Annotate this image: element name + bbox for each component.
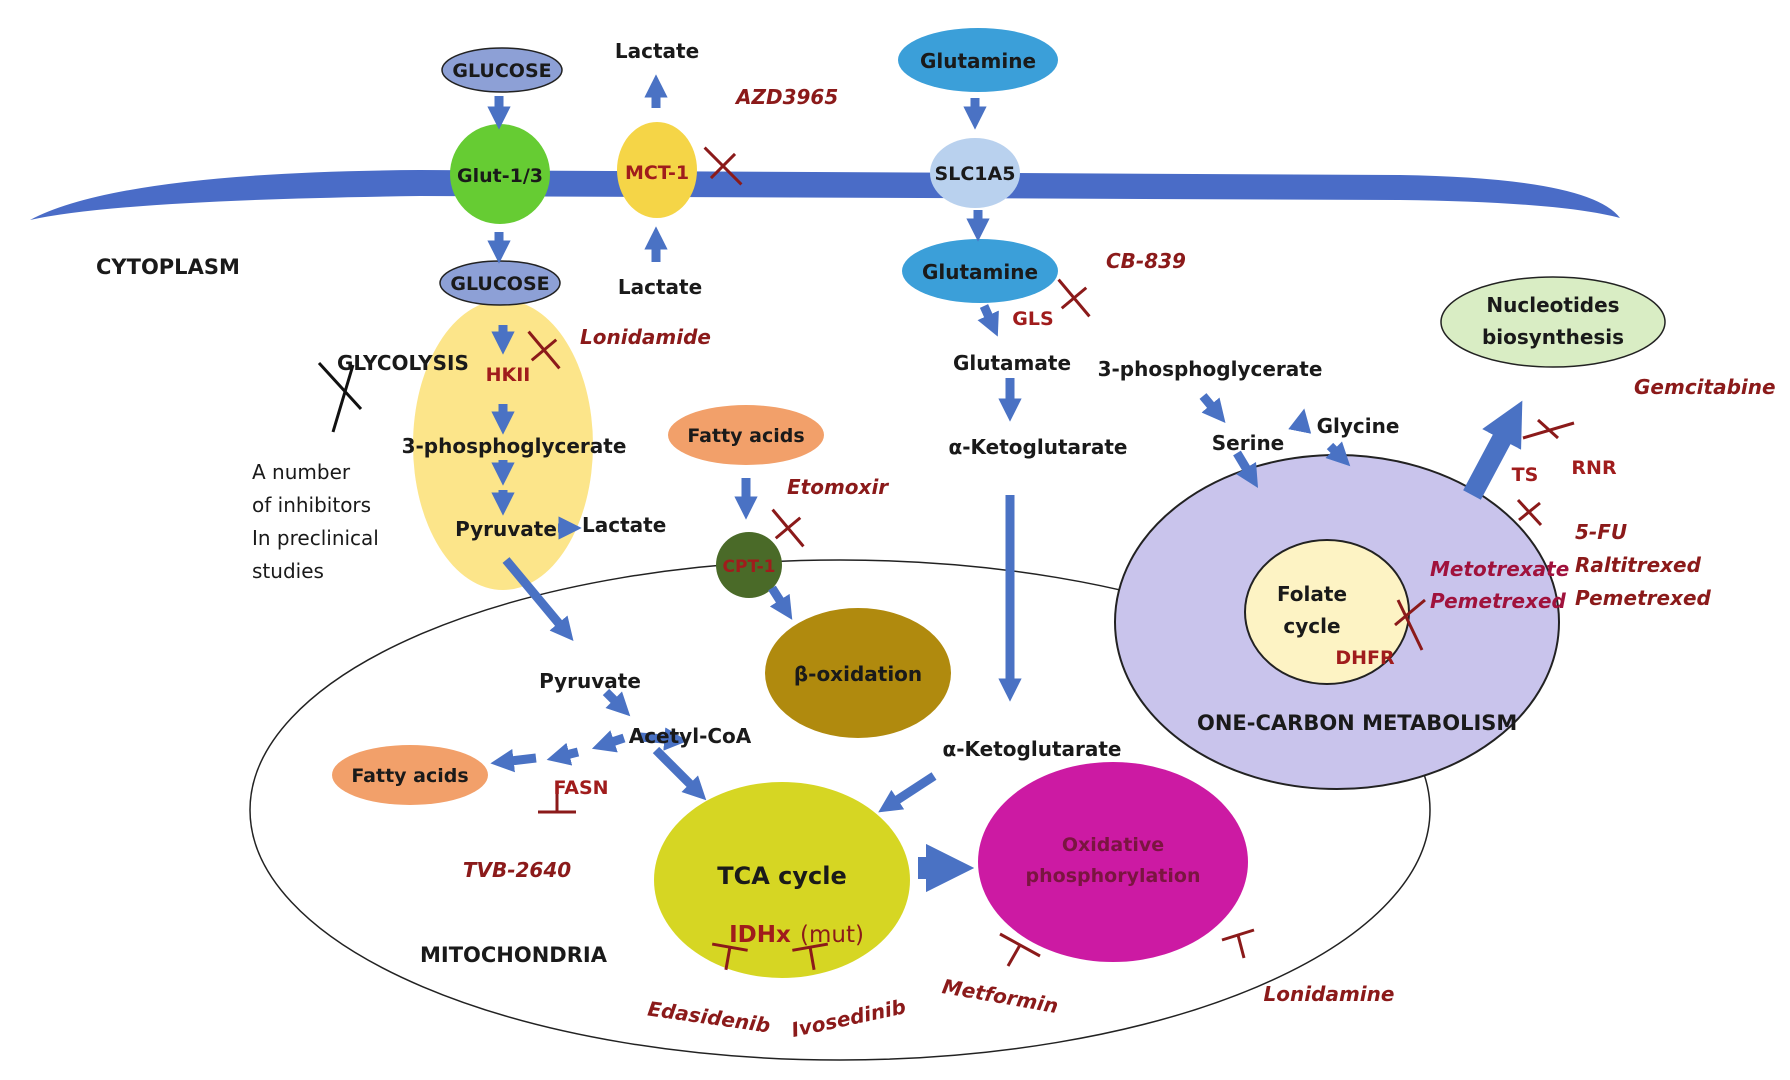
cytoplasm-label: CYTOPLASM <box>96 255 240 279</box>
ivosedinib-label: Ivosedinib <box>789 994 908 1042</box>
glycolysis-region <box>413 300 593 590</box>
fu-label: 5-FU <box>1575 520 1627 544</box>
pyruvate-cytoplasm-label: Pyruvate <box>455 517 557 541</box>
lactate-pyruvate-label: Lactate <box>582 513 666 537</box>
lactate-top-label: Lactate <box>615 39 699 63</box>
preclinical-note-line2: of inhibitors <box>252 493 371 517</box>
glycolysis-label: GLYCOLYSIS <box>337 351 469 375</box>
acetyl-coa-label: Acetyl-CoA <box>629 724 752 748</box>
slc1a5-label: SLC1A5 <box>935 163 1016 185</box>
glucose-outside-label: GLUCOSE <box>452 60 551 82</box>
pyruvate-mito-label: Pyruvate <box>539 669 641 693</box>
inhibition-markers <box>317 146 1575 971</box>
pathway-arrows <box>487 74 1523 893</box>
folate-cycle-label-line1: Folate <box>1277 582 1347 606</box>
glutamine-inside-node <box>902 239 1058 303</box>
folate-cycle-label-line2: cycle <box>1283 614 1340 638</box>
cell-membrane <box>30 170 1620 220</box>
pg3-glycolysis-label: 3-phosphoglycerate <box>402 434 627 458</box>
mitochondria-label: MITOCHONDRIA <box>420 943 608 967</box>
raltitrexed-label: Raltitrexed <box>1575 553 1702 577</box>
one-carbon-label: ONE-CARBON METABOLISM <box>1197 711 1517 735</box>
cb839-label: CB-839 <box>1106 249 1186 273</box>
edasidenib-label: Edasidenib <box>646 997 772 1038</box>
serine-label: Serine <box>1212 431 1285 455</box>
glut-label: Glut-1/3 <box>457 165 543 187</box>
preclinical-note-line1: A number <box>252 460 351 484</box>
mct1-transporter-node <box>617 122 697 218</box>
pemetrexed-dhfr-label: Pemetrexed <box>1430 589 1567 613</box>
metformin-label: Metformin <box>940 974 1060 1018</box>
lonidamide-label: Lonidamide <box>580 325 711 349</box>
fatty-acids-mito-node <box>332 745 488 805</box>
glutamine-outside-label: Glutamine <box>920 49 1036 73</box>
fasn-label: FASN <box>553 777 608 799</box>
fatty-acids-mito-label: Fatty acids <box>351 765 468 787</box>
glycine-label: Glycine <box>1317 414 1400 438</box>
dhfr-label: DHFR <box>1335 647 1395 669</box>
glut-transporter-node <box>450 124 550 224</box>
preclinical-note-line4: studies <box>252 559 324 583</box>
akg-mito-label: α-Ketoglutarate <box>942 737 1121 761</box>
beta-oxidation-label: β-oxidation <box>794 662 922 686</box>
azd3965-label: AZD3965 <box>734 85 838 109</box>
tvb2640-label: TVB-2640 <box>463 858 571 882</box>
glucose-outside-node <box>441 47 563 93</box>
fatty-acids-top-label: Fatty acids <box>687 425 804 447</box>
oxphos-node <box>978 762 1248 962</box>
pg3-serine-label: 3-phosphoglycerate <box>1098 357 1323 381</box>
gemcitabine-label: Gemcitabine <box>1634 375 1776 399</box>
etomoxir-label: Etomoxir <box>787 475 889 499</box>
tca-cycle-node <box>654 782 910 978</box>
cpt1-label: CPT-1 <box>723 557 776 577</box>
idhx-mut-label: (mut) <box>800 922 864 948</box>
ts-label: TS <box>1512 464 1539 486</box>
oxphos-label-line1: Oxidative <box>1062 834 1164 856</box>
nucleotides-label-line1: Nucleotides <box>1486 293 1619 317</box>
pemetrexed-ts-label: Pemetrexed <box>1575 586 1712 610</box>
beta-oxidation-node <box>765 608 951 738</box>
mct1-label: MCT-1 <box>625 162 689 184</box>
fatty-acids-top-node <box>668 405 824 465</box>
cpt1-node <box>716 532 782 598</box>
gls-label: GLS <box>1012 308 1053 330</box>
slc1a5-transporter-node <box>930 138 1020 208</box>
tca-cycle-label: TCA cycle <box>717 862 847 890</box>
akg-cytoplasm-label: α-Ketoglutarate <box>948 435 1127 459</box>
glutamate-label: Glutamate <box>953 351 1071 375</box>
lonidamine-label: Lonidamine <box>1264 982 1395 1006</box>
metotrexate-label: Metotrexate <box>1430 557 1569 581</box>
nucleotides-biosynthesis-node <box>1440 276 1666 368</box>
glucose-inside-label: GLUCOSE <box>450 273 549 295</box>
glutamine-inside-label: Glutamine <box>922 260 1038 284</box>
idhx-label: IDHx <box>729 922 791 948</box>
hkii-label: HKII <box>486 364 531 386</box>
rnr-label: RNR <box>1571 457 1617 479</box>
glutamine-outside-node <box>898 28 1058 92</box>
mitochondria-compartment <box>249 559 1431 1061</box>
preclinical-note-line3: In preclinical <box>252 526 379 550</box>
nucleotides-label-line2: biosynthesis <box>1482 325 1624 349</box>
lactate-inside-label: Lactate <box>618 275 702 299</box>
oxphos-label-line2: phosphorylation <box>1026 865 1201 887</box>
